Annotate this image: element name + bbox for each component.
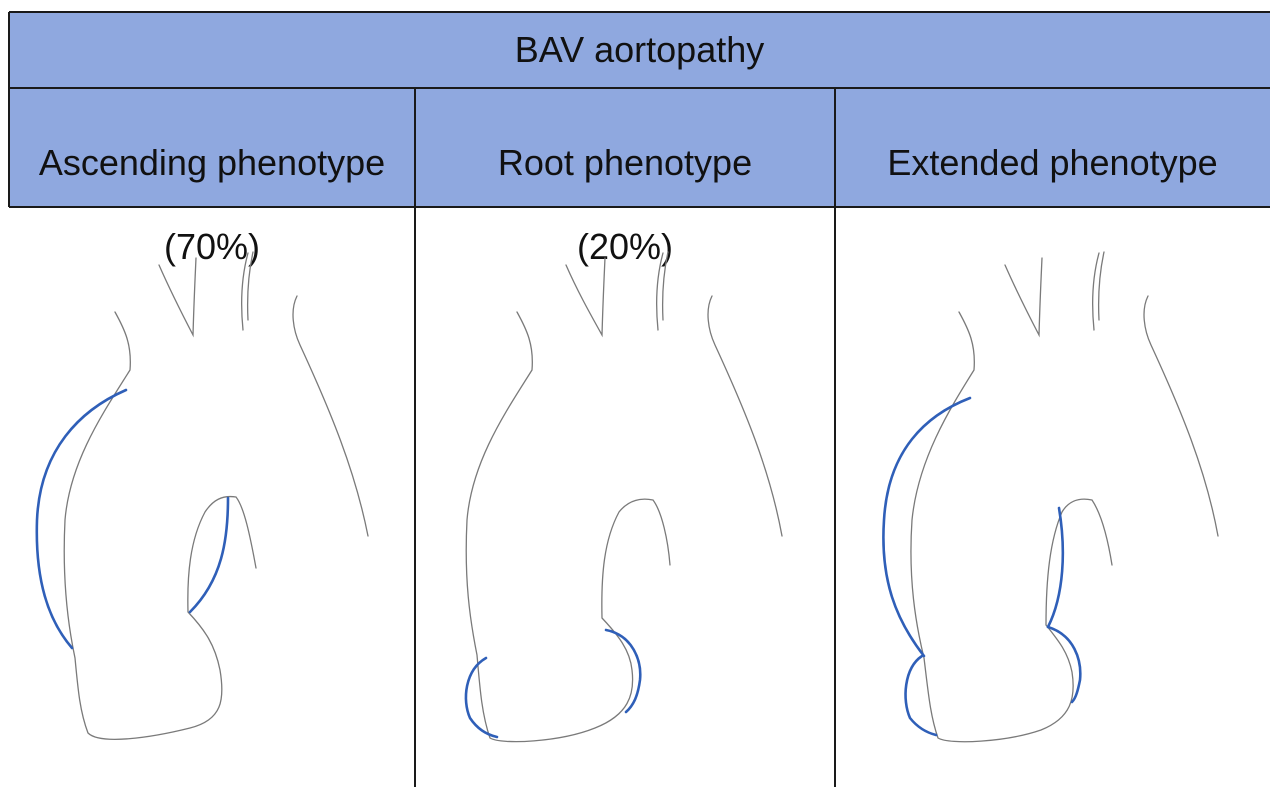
left-carotid-artery [242, 253, 248, 330]
root-right-bulge-highlight [1048, 627, 1080, 702]
brachiocephalic-artery [159, 258, 196, 335]
aortic-arch-outer-curve [708, 296, 782, 536]
inner-curve-dilation-highlight [190, 498, 228, 612]
brachiocephalic-artery [1005, 258, 1042, 335]
aortic-arch-outer-curve [293, 296, 368, 536]
left-carotid-artery [1093, 253, 1099, 330]
aortic-arch-outer-curve [1144, 296, 1218, 536]
ascending-dilation-highlight [37, 390, 126, 648]
inner-curve-dilation-highlight [1048, 508, 1063, 627]
ascending-dilation-highlight [883, 398, 970, 656]
aorta-ascending-phenotype [37, 252, 368, 739]
left-carotid-artery [657, 253, 663, 330]
root-left-bulge-highlight [906, 656, 936, 735]
left-carotid-artery-inner [1099, 252, 1104, 320]
aorta-extended-phenotype [883, 252, 1218, 742]
left-carotid-artery-inner [248, 252, 253, 320]
brachiocephalic-artery [566, 258, 605, 335]
left-carotid-artery-inner [663, 252, 668, 320]
aorta-root-phenotype [466, 252, 782, 742]
aorta-outer-wall [911, 312, 1112, 742]
root-right-bulge-highlight [606, 630, 640, 712]
